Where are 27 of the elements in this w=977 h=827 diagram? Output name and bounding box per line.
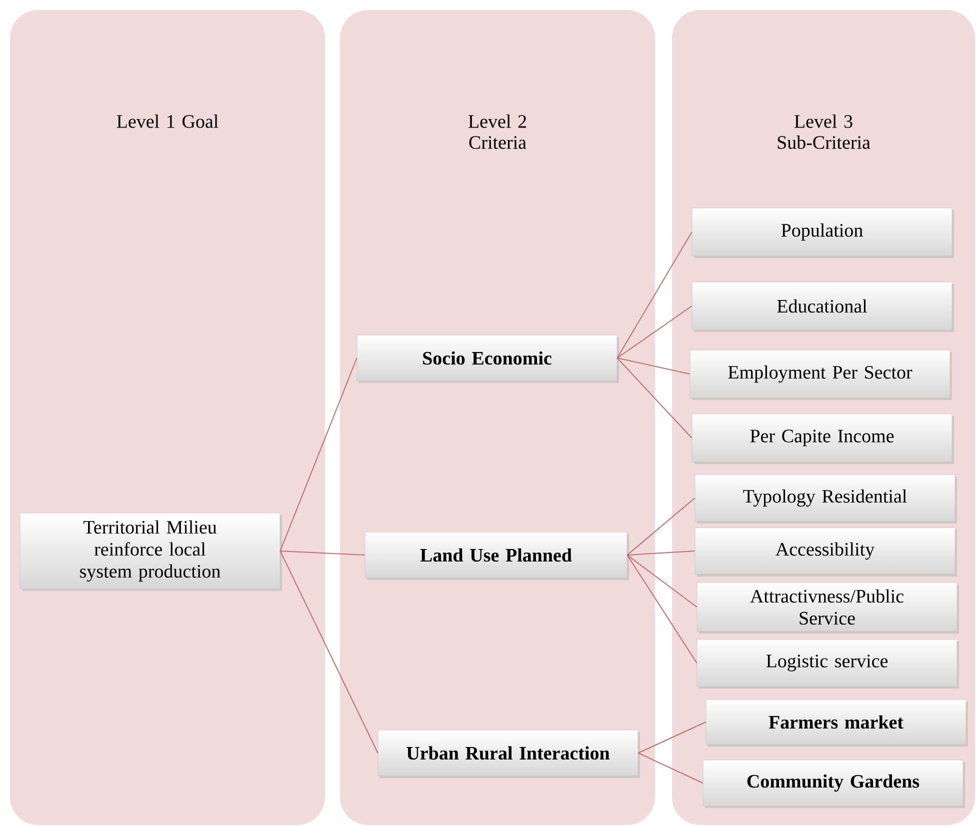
connector-line (616, 232, 692, 358)
criteria-box: Attractivness/Public Service (696, 582, 959, 634)
connector-line (280, 550, 378, 754)
connector-line (638, 752, 704, 784)
criteria-box: Community Gardens (702, 760, 965, 808)
connector-line (616, 306, 692, 358)
connector-line (280, 550, 366, 556)
criteria-box: Employment Per Sector (690, 350, 952, 400)
criteria-box: Typology Residential (694, 474, 957, 524)
criteria-box: Territorial Milieu reinforce local system production (20, 512, 282, 591)
criteria-box: Urban Rural Interaction (378, 730, 640, 778)
connector-line (616, 358, 690, 374)
connector-line (626, 554, 698, 664)
connector-line (626, 550, 696, 556)
criteria-box: Accessibility (694, 527, 957, 576)
connector-line (626, 554, 698, 608)
connector-line (638, 722, 706, 754)
connector-line (626, 498, 696, 556)
criteria-box: Logistic service (696, 639, 959, 688)
criteria-box: Land Use Planned (364, 532, 629, 580)
criteria-box: Population (692, 208, 954, 258)
criteria-box: Educational (692, 282, 954, 332)
criteria-box: Socio Economic (356, 334, 619, 383)
connector-line (616, 358, 692, 438)
connector-line (280, 358, 358, 552)
criteria-box: Per Capite Income (692, 414, 954, 464)
criteria-box: Farmers market (706, 699, 968, 746)
